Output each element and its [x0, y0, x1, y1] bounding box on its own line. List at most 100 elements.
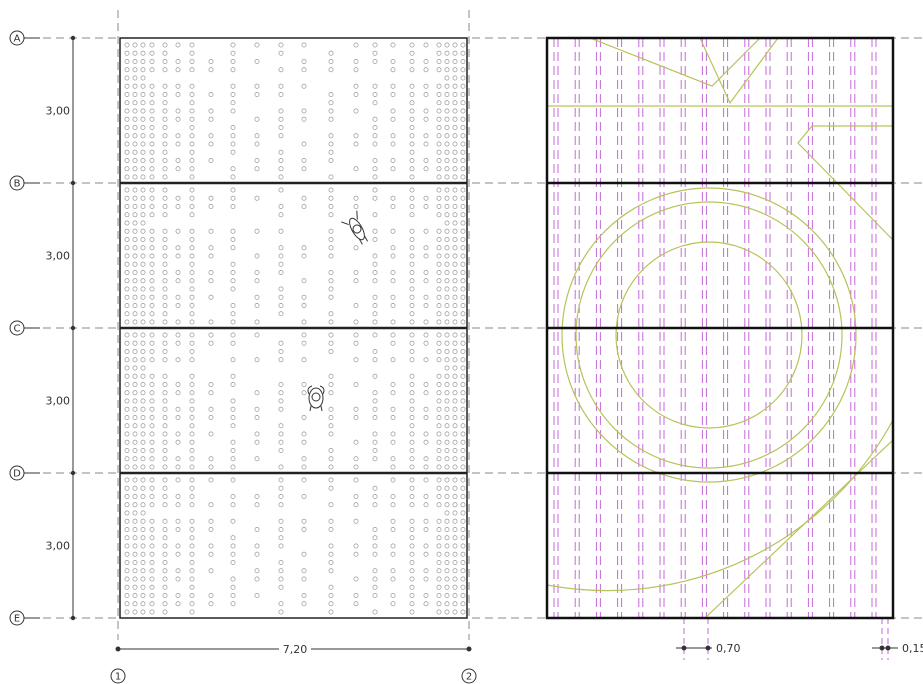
perforation-dot [444, 212, 450, 218]
perforation-dot [460, 502, 466, 508]
perforation-dot [409, 278, 415, 284]
perforation-dot [230, 149, 236, 155]
pattern-lower-diagonal [704, 439, 893, 618]
bay-height-label: 3,00 [46, 250, 71, 263]
perforation-dot [132, 398, 138, 404]
perforation-dot [372, 609, 378, 615]
perforation-dot [460, 311, 466, 317]
perforation-dot [436, 319, 442, 325]
perforation-dot [436, 245, 442, 251]
bay-height-labels: 3,003,003,003,00 [46, 105, 71, 553]
strip-spacing-dimension [676, 645, 712, 651]
perforation-dot [436, 576, 442, 582]
perforation-dot [409, 406, 415, 412]
perforation-dot [124, 464, 130, 470]
row-bubble-a: A [9, 30, 40, 46]
perforation-dot [162, 464, 168, 470]
perforation-dot [132, 187, 138, 193]
perforation-dot [175, 502, 181, 508]
perforation-dot [149, 439, 155, 445]
perforation-dot [132, 166, 138, 172]
perforation-dot [124, 319, 130, 325]
perforation-dot [124, 365, 130, 371]
perforation-dot [460, 166, 466, 172]
perforation-dot [452, 464, 458, 470]
perforation-dot [436, 601, 442, 607]
perforation-dot [328, 601, 334, 607]
perforation-dot [175, 357, 181, 363]
perforation-dot [132, 601, 138, 607]
perforation-dot [230, 456, 236, 462]
perforation-dot [452, 204, 458, 209]
perforation-dot [452, 83, 458, 89]
perforation-dot [162, 311, 168, 317]
perforation-dot [140, 551, 146, 557]
perforation-dot [409, 67, 415, 73]
perforation-dot [409, 609, 415, 615]
perforation-dot [230, 195, 236, 201]
perforation-dot [301, 319, 307, 325]
perforation-dot [189, 294, 195, 300]
perforation-dot [372, 535, 378, 541]
perforation-dot [162, 584, 168, 590]
perforation-dot [278, 50, 284, 56]
perforation-dot [436, 502, 442, 508]
perforation-dot [444, 253, 450, 259]
perforation-dot [452, 166, 458, 172]
perforation-dot [149, 195, 155, 201]
perforation-dot [189, 50, 195, 56]
perforation-dot [208, 527, 214, 532]
perforation-dot [372, 116, 378, 122]
perforation-dot [208, 270, 214, 275]
perforation-dot [140, 261, 146, 267]
perforation-dot [162, 108, 168, 114]
perforation-dot [372, 398, 378, 404]
perforation-dot [353, 42, 359, 48]
perforation-dot [372, 332, 378, 338]
perforation-dot [189, 166, 195, 172]
perforation-dot [460, 67, 466, 73]
perforation-dot [140, 518, 146, 524]
perforation-dot [409, 373, 415, 379]
perforation-dot [409, 494, 415, 499]
perforation-dot [390, 406, 396, 412]
perforation-dot [444, 237, 450, 242]
perforation-dot [444, 494, 450, 499]
perforation-dot [460, 286, 466, 292]
perforation-dot [353, 195, 359, 201]
perforation-dot [278, 390, 284, 396]
perforation-dot [124, 568, 130, 574]
perforation-dot [124, 237, 130, 242]
perforation-dot [162, 319, 168, 325]
perforation-dot [390, 228, 396, 234]
perforation-dot [124, 195, 130, 201]
perforation-dot [390, 415, 396, 420]
perforation-dot [390, 158, 396, 163]
perforation-dot [353, 340, 359, 346]
perforation-dot [230, 423, 236, 429]
perforation-dot [189, 108, 195, 114]
perforation-dot [353, 319, 359, 325]
perforation-dot [328, 141, 334, 147]
perforation-dot [149, 166, 155, 172]
perforation-dot [452, 568, 458, 574]
perforation-dot [452, 270, 458, 275]
perforation-dot [460, 245, 466, 251]
perforation-dot [278, 464, 284, 470]
perforation-dot [189, 149, 195, 155]
perforation-dot [278, 253, 284, 259]
perforation-dot [175, 332, 181, 338]
perforation-dot [409, 158, 415, 163]
perforation-dot [444, 278, 450, 284]
perforation-dot [132, 382, 138, 387]
perforation-dot [230, 108, 236, 114]
pattern-v-right [699, 38, 779, 105]
perforation-dot [460, 518, 466, 524]
perforation-dot [230, 42, 236, 48]
perforation-dot [452, 286, 458, 292]
perforation-dot [452, 187, 458, 193]
perforation-dot [149, 158, 155, 163]
perforation-dot [124, 220, 130, 226]
perforation-dot [301, 340, 307, 346]
perforation-dot [278, 584, 284, 590]
